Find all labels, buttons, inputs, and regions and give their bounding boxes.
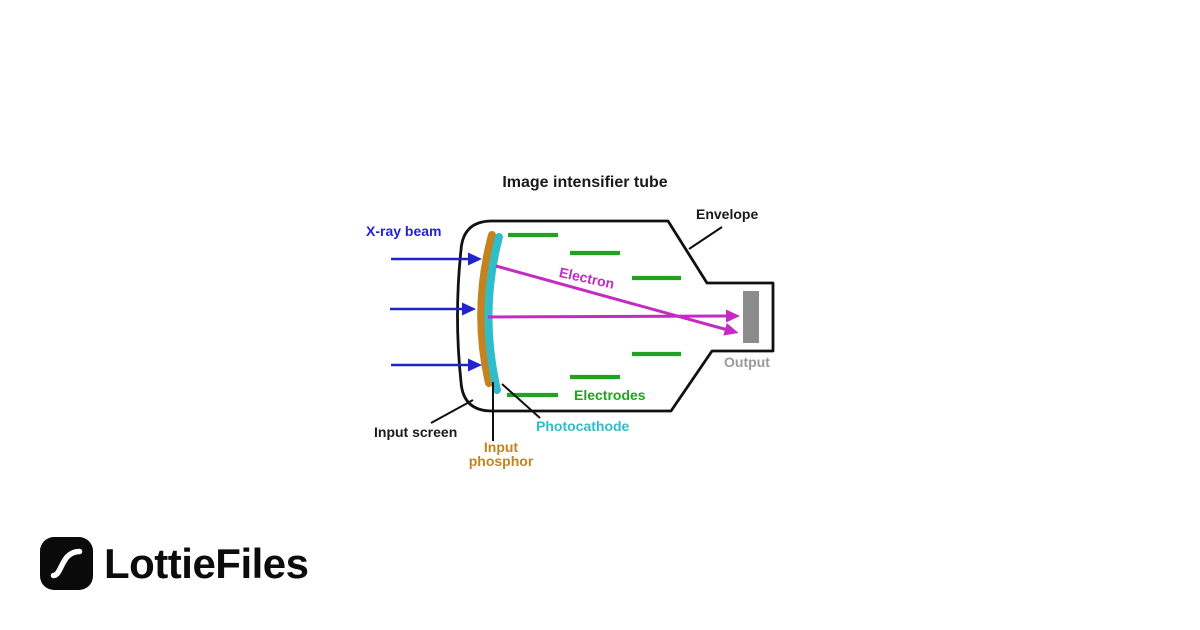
input-phosphor-layer — [477, 231, 496, 387]
lottiefiles-wordmark: LottieFiles — [104, 539, 309, 587]
output-screen — [743, 291, 759, 343]
diagram-title: Image intensifier tube — [502, 174, 668, 191]
envelope-pointer-line — [688, 226, 723, 250]
electron-arrow-icon — [487, 309, 740, 323]
electron-paths — [487, 264, 740, 336]
photocathode-pointer-line — [501, 383, 541, 419]
xray-beam-arrows — [390, 252, 482, 372]
lottiefiles-logo[interactable]: LottieFiles — [40, 537, 309, 590]
electron-arrow-icon — [495, 264, 739, 336]
output-label: Output — [724, 354, 770, 370]
lottie-s-curve-icon — [40, 537, 93, 590]
photocathode-layer — [484, 233, 503, 394]
pointer-lines — [430, 226, 723, 441]
input-screen-label: Input screen — [374, 424, 458, 440]
envelope-label: Envelope — [696, 206, 759, 222]
xray-beam-label: X-ray beam — [366, 223, 442, 239]
input-phosphor-label: Input phosphor — [468, 439, 534, 469]
photocathode-label: Photocathode — [536, 418, 630, 434]
electrodes-label: Electrodes — [574, 387, 646, 403]
input-screen-pointer-line — [430, 399, 474, 424]
